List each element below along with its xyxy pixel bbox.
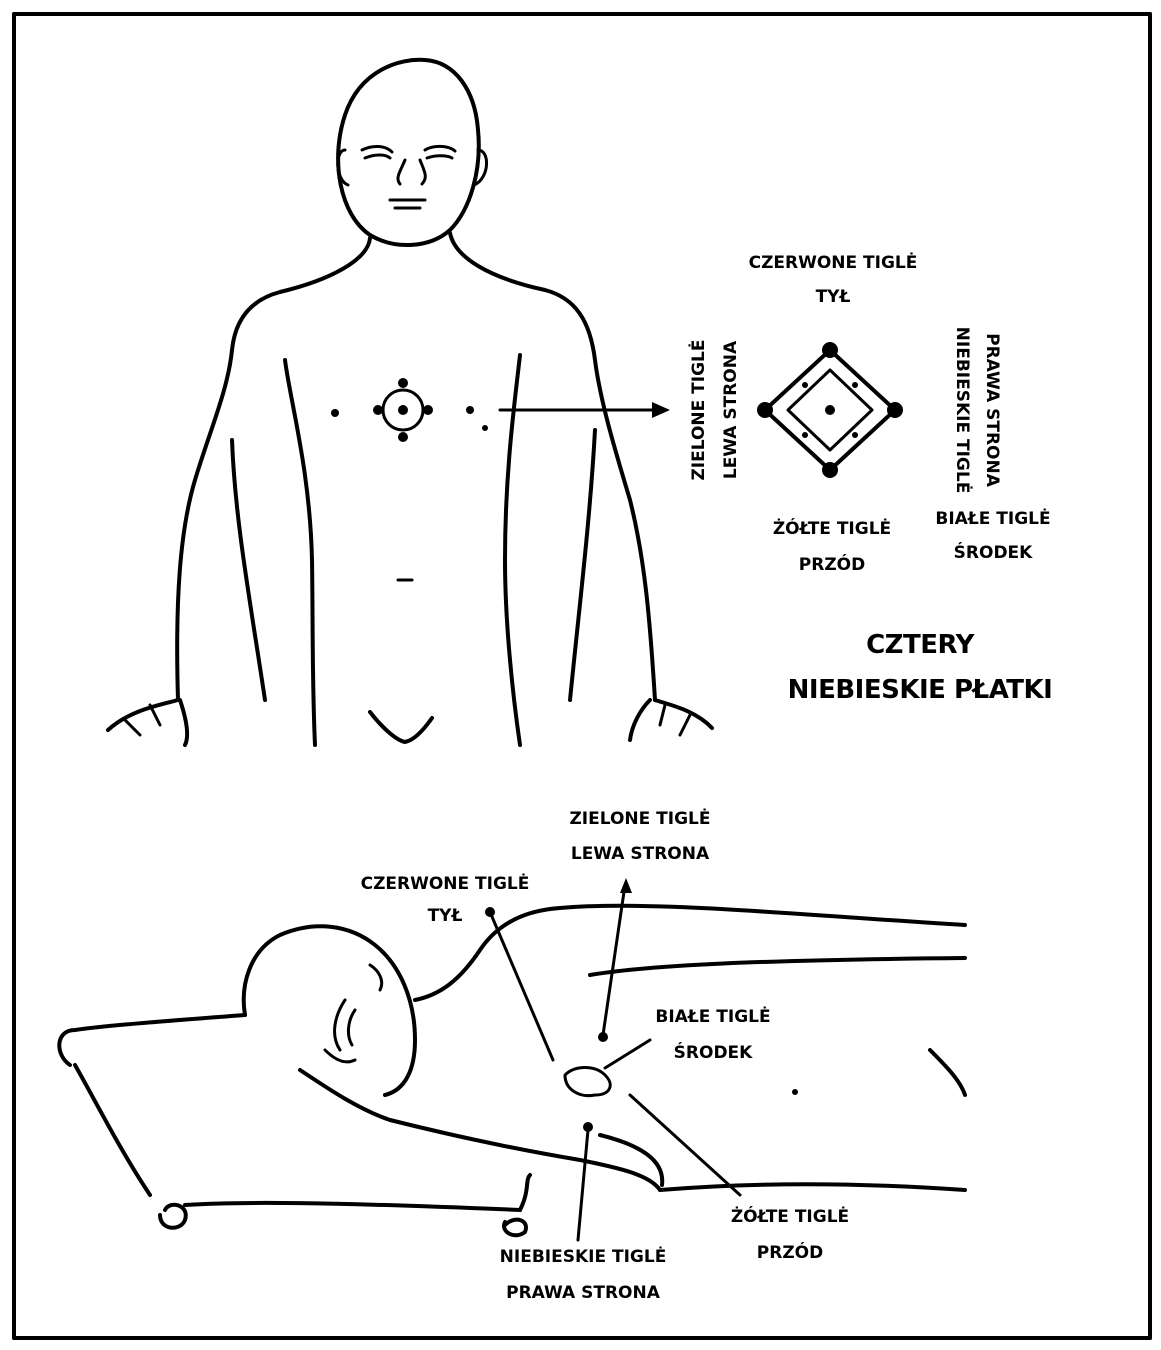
front-green-label-1: ZIELONE TIGLĖ xyxy=(687,339,709,480)
lying-figure xyxy=(59,878,965,1240)
front-yellow-label-1: ŻÓŁTE TIGLĖ xyxy=(773,517,891,539)
front-red-label-2: TYŁ xyxy=(816,287,851,307)
side-yellow-label-1: ŻÓŁTE TIGLĖ xyxy=(731,1205,849,1227)
side-white-label-1: BIAŁE TIGLĖ xyxy=(655,1005,770,1027)
standing-figure xyxy=(108,60,712,745)
side-red-label-1: CZERWONE TIGLĖ xyxy=(361,872,530,894)
front-blue-label-1: NIEBIESKIE TIGLĖ xyxy=(952,327,974,494)
petals-title-2: NIEBIESKIE PŁATKI xyxy=(788,675,1053,705)
front-green-label-2: LEWA STRONA xyxy=(721,340,741,479)
chakra-diamond xyxy=(757,342,903,478)
side-blue-label-2: PRAWA STRONA xyxy=(506,1283,661,1303)
side-blue-label-1: NIEBIESKIE TIGLĖ xyxy=(500,1245,667,1267)
front-yellow-label-2: PRZÓD xyxy=(799,553,865,575)
petals-title-1: CZTERY xyxy=(866,630,976,660)
side-white-label-2: ŚRODEK xyxy=(674,1041,754,1063)
front-blue-label-2: PRAWA STRONA xyxy=(982,333,1002,488)
front-white-label-2: ŚRODEK xyxy=(954,541,1034,563)
side-yellow-label-2: PRZÓD xyxy=(757,1241,823,1263)
front-white-label-1: BIAŁE TIGLĖ xyxy=(935,507,1050,529)
side-green-label-2: LEWA STRONA xyxy=(571,844,710,864)
side-red-label-2: TYŁ xyxy=(428,906,463,926)
front-red-label-1: CZERWONE TIGLĖ xyxy=(749,251,918,273)
side-green-label-1: ZIELONE TIGLĖ xyxy=(569,807,710,829)
